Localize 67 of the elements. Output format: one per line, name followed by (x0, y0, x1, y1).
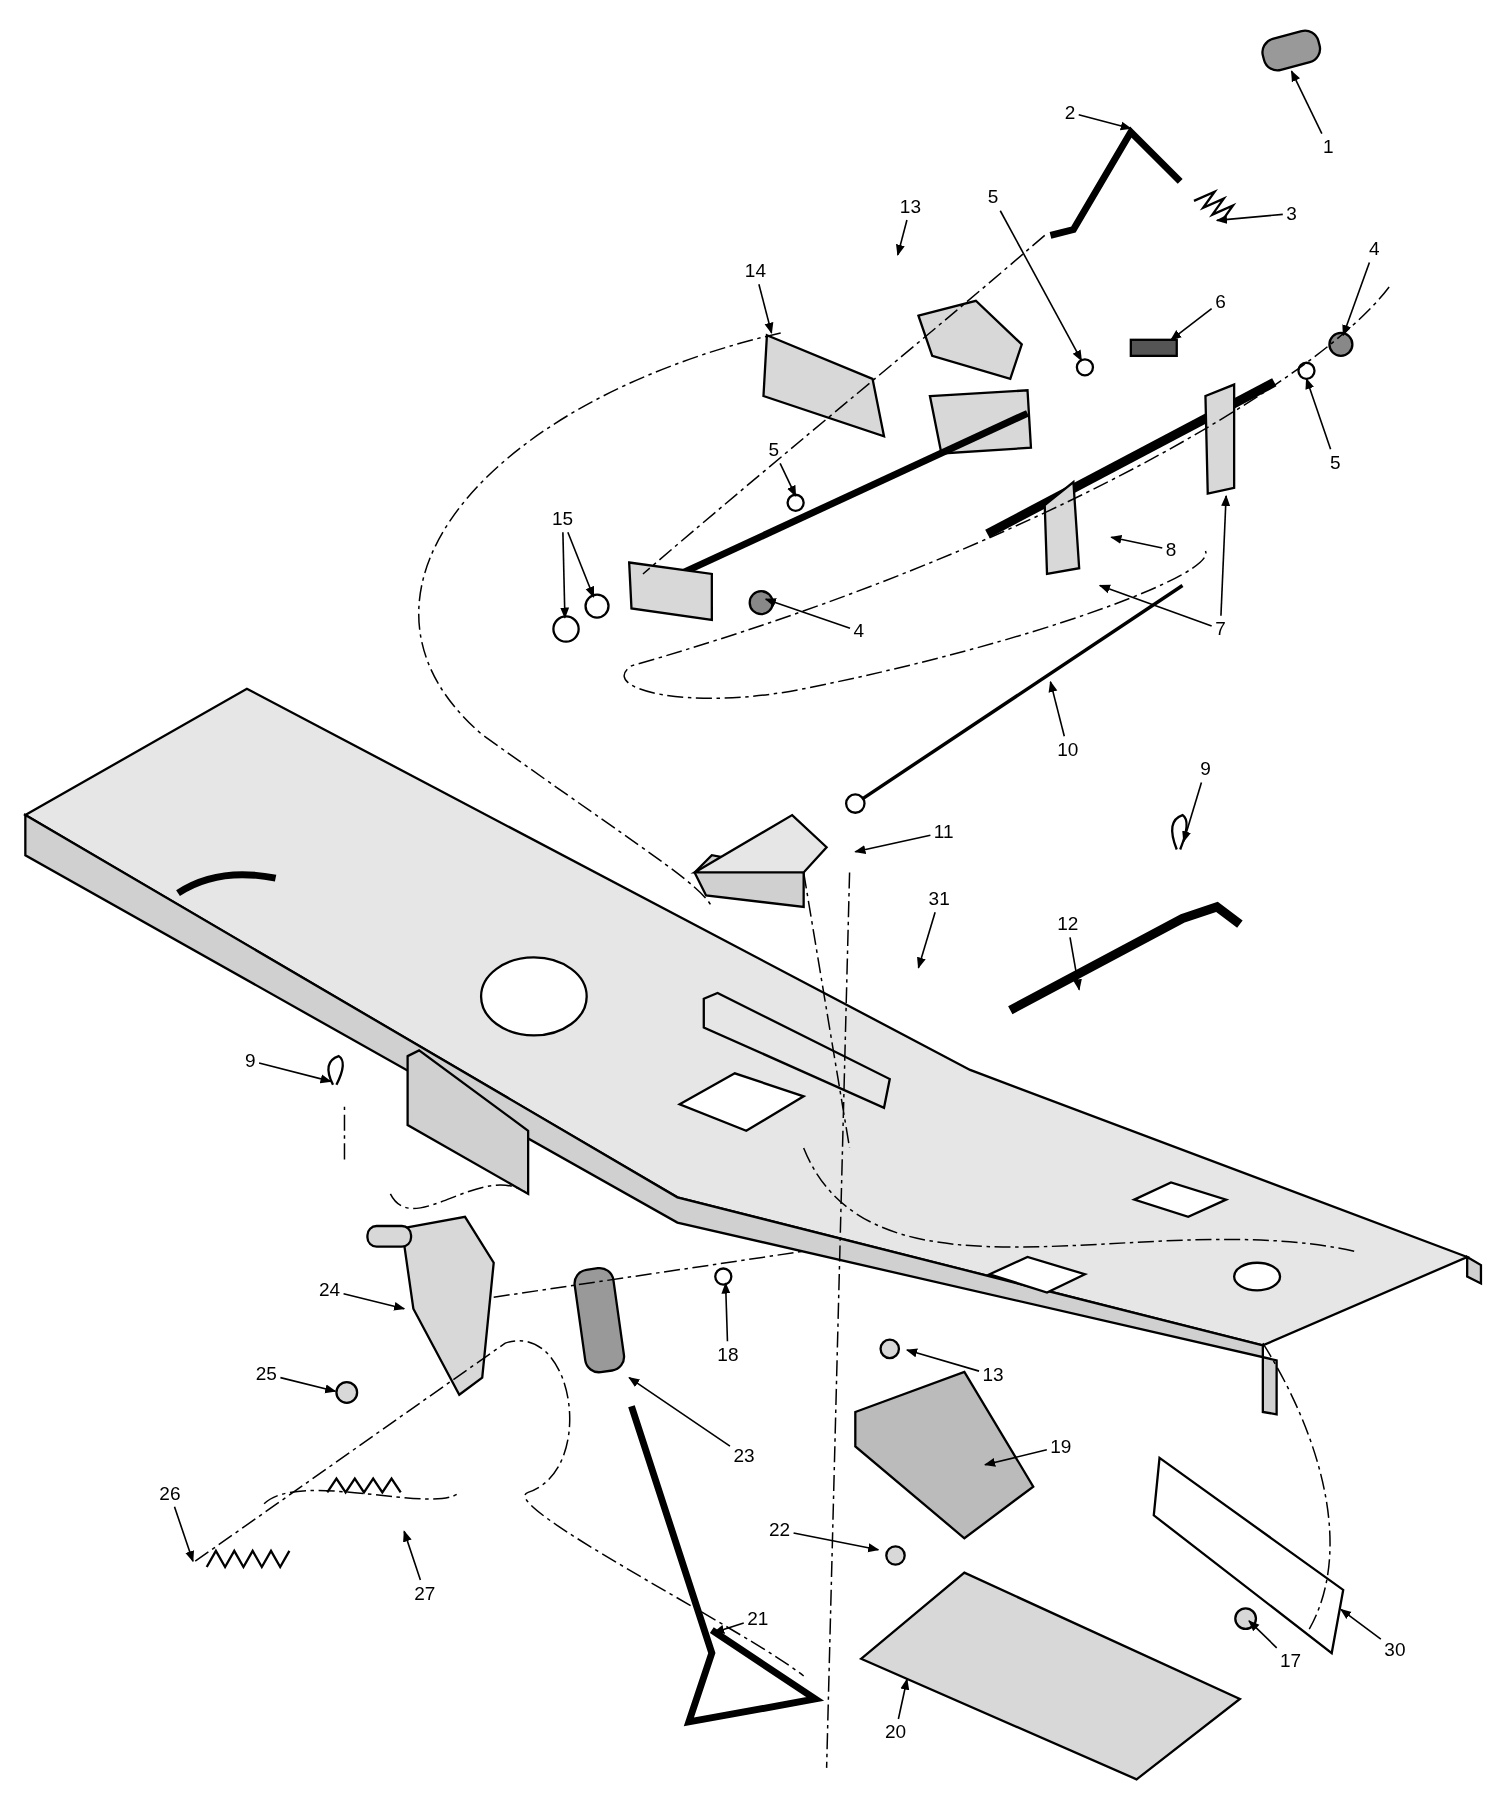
leader-line (792, 1532, 880, 1553)
callout-number: 10 (1057, 738, 1079, 761)
leader-line (1077, 114, 1132, 131)
callout-number: 3 (1286, 202, 1297, 225)
leader-line (567, 531, 595, 598)
leader-line (983, 1449, 1048, 1467)
callout-number: 22 (768, 1519, 791, 1542)
leader-line (279, 1376, 337, 1394)
leader-line (999, 209, 1083, 362)
callout-number: 30 (1384, 1638, 1406, 1661)
leader-line (173, 1506, 194, 1563)
callout-number: 1 (1323, 135, 1334, 158)
leader-line (1290, 70, 1323, 135)
callout-number: 13 (982, 1364, 1004, 1387)
leader-line (764, 598, 851, 630)
callout-number: 5 (1329, 451, 1341, 474)
leader-line (403, 1530, 422, 1581)
callout-number: 31 (928, 887, 950, 910)
leader-line (1215, 213, 1284, 224)
leader-line (258, 1062, 332, 1084)
leader-line (560, 531, 570, 619)
callout-number: 15 (552, 507, 574, 530)
leader-line (917, 911, 936, 969)
leader-line (1342, 261, 1371, 337)
callout-number: 26 (159, 1482, 181, 1505)
callout-number: 13 (899, 195, 921, 218)
leader-line (758, 283, 774, 334)
callout-number: 23 (733, 1444, 755, 1467)
callout-number: 2 (1064, 101, 1076, 124)
callout-number: 18 (717, 1343, 739, 1366)
callout-number: 5 (768, 439, 780, 462)
callout-number: 25 (255, 1363, 277, 1386)
leader-line (1305, 377, 1332, 451)
leader-line (897, 1678, 910, 1720)
leader-line (628, 1376, 731, 1447)
callout-number: 27 (414, 1582, 436, 1605)
callout-number: 7 (1215, 618, 1226, 641)
callout-number: 12 (1057, 913, 1079, 936)
leader-line (1069, 936, 1082, 991)
callout-number: 20 (884, 1721, 907, 1744)
callout-number: 5 (987, 186, 999, 209)
callout-number: 19 (1050, 1435, 1072, 1458)
callout-number: 17 (1279, 1650, 1301, 1673)
leader-line (1220, 494, 1231, 617)
leader-line (1340, 1608, 1382, 1640)
leader-line (342, 1292, 406, 1311)
leader-line (1248, 1620, 1278, 1649)
leader-line (721, 1282, 731, 1343)
callout-number: 24 (318, 1279, 341, 1302)
leader-line (905, 1348, 980, 1372)
callout-number: 6 (1215, 290, 1226, 313)
callout-number: 4 (1368, 238, 1380, 261)
callout-number: 11 (933, 821, 954, 844)
leader-line (1048, 680, 1066, 738)
callout-number: 4 (853, 620, 865, 643)
leader-line (1110, 534, 1164, 549)
leader-line (854, 834, 932, 854)
callout-number: 9 (245, 1049, 256, 1072)
leader-line (1182, 781, 1203, 843)
callout-number: 14 (744, 259, 766, 282)
callout-number: 9 (1200, 758, 1211, 781)
callout-number: 21 (747, 1607, 769, 1630)
leader-line (896, 219, 908, 256)
leader-line (779, 462, 797, 497)
leader-line (1098, 584, 1213, 627)
callout-number: 8 (1165, 538, 1177, 561)
leader-line (1170, 307, 1213, 341)
